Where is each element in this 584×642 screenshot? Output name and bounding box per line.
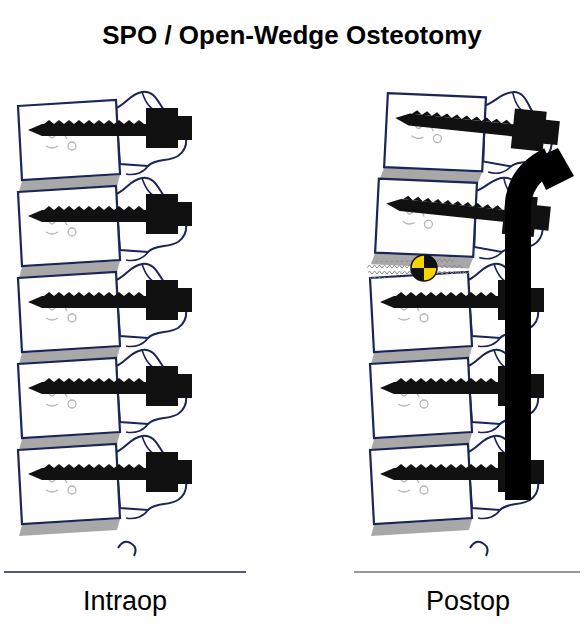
pedicle-screw [28, 194, 192, 234]
fixation-rod [518, 160, 550, 500]
rotation-center-marker [411, 255, 437, 281]
panel-label: Intraop [83, 586, 167, 617]
vertebra-fragment [118, 542, 136, 556]
pedicle-screw [28, 108, 192, 148]
pedicle-screw [28, 366, 192, 406]
diagram-title: SPO / Open-Wedge Osteotomy [102, 20, 481, 51]
underline [354, 571, 580, 572]
vertebra-fragment [470, 542, 488, 556]
panel-label: Postop [426, 586, 510, 617]
intraop-spine [18, 92, 192, 556]
postop-spine [366, 79, 562, 556]
marker-quadrant [411, 255, 437, 281]
pedicle-screw [28, 452, 192, 492]
underline [4, 571, 246, 573]
pedicle-screw [28, 280, 192, 320]
pedicle-screw [393, 96, 560, 153]
marker-circle [411, 255, 437, 281]
rod-end [532, 148, 574, 190]
